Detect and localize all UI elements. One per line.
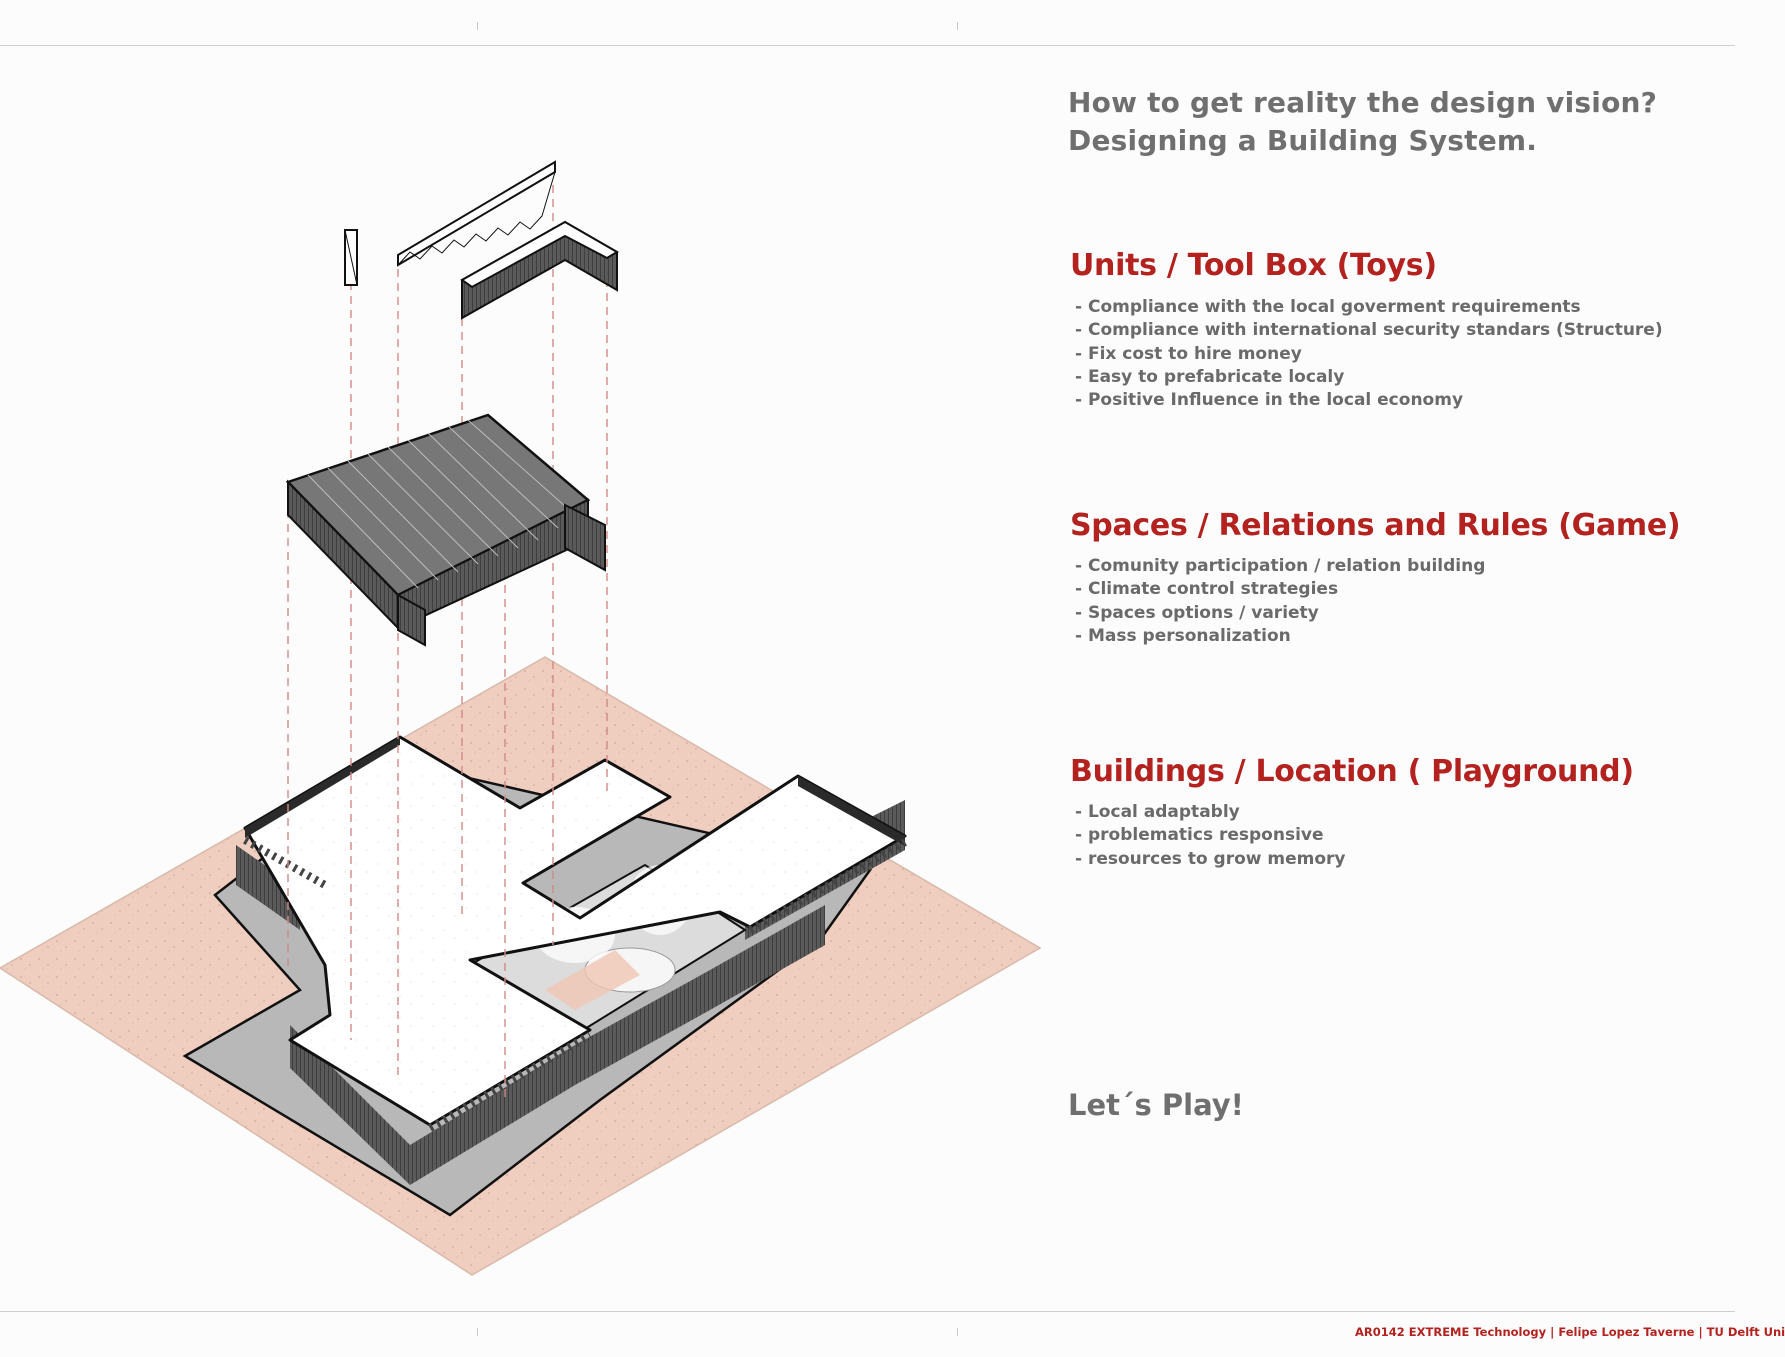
list-item: - Fix cost to hire money <box>1075 343 1302 364</box>
closing-line: Let´s Play! <box>1068 1088 1244 1122</box>
design-question-line2: Designing a Building System. <box>1068 124 1538 157</box>
design-question-line1: How to get reality the design vision? <box>1068 86 1658 119</box>
bottom-tick-1 <box>477 1328 478 1336</box>
list-item: - resources to grow memory <box>1075 848 1346 869</box>
courtyard-shadow <box>545 950 640 1010</box>
roof-edge-east <box>798 776 905 846</box>
wall-court-east <box>575 970 710 1085</box>
truss-band-3 <box>748 838 907 934</box>
roof-module-element <box>285 413 606 647</box>
wall-west <box>236 845 300 930</box>
column-element <box>344 229 358 286</box>
list-item: - Easy to prefabricate localy <box>1075 366 1345 387</box>
list-item: - Compliance with international security… <box>1075 320 1663 341</box>
top-frame-line <box>0 45 1735 46</box>
section-spaces-list: - Comunity participation / relation buil… <box>1075 555 1485 648</box>
list-item: - Climate control strategies <box>1075 579 1339 600</box>
list-item: - Compliance with the local goverment re… <box>1075 297 1581 317</box>
section-spaces-heading: Spaces / Relations and Rules (Game) <box>1070 508 1681 543</box>
list-item: - Mass personalization <box>1075 625 1291 646</box>
top-tick-2 <box>957 22 958 30</box>
explode-guides <box>287 185 608 1100</box>
roof-edge-north <box>245 737 400 838</box>
wall-south <box>290 1025 410 1185</box>
list-item: - Positive Influence in the local econom… <box>1075 390 1464 411</box>
wall-south-2 <box>410 1045 575 1185</box>
l-wall-element <box>460 220 619 320</box>
list-item: - Spaces options / variety <box>1075 602 1319 623</box>
footer-credit: AR0142 EXTREME Technology | Felipe Lopez… <box>1355 1325 1785 1339</box>
bottom-tick-2 <box>957 1328 958 1336</box>
section-units-list: - Compliance with the local goverment re… <box>1075 296 1663 412</box>
list-item: - Local adaptably <box>1075 802 1240 822</box>
list-item: - Comunity participation / relation buil… <box>1075 556 1486 576</box>
section-buildings-list: - Local adaptably - problematics respons… <box>1075 801 1346 871</box>
top-tick-1 <box>477 22 478 30</box>
section-buildings-heading: Buildings / Location ( Playground) <box>1070 754 1634 789</box>
bottom-frame-line <box>0 1311 1735 1312</box>
exploded-axonometric-drawing <box>0 160 1042 1276</box>
wall-court-corner <box>710 905 825 1010</box>
truss-band-2 <box>427 1031 593 1132</box>
section-units-heading: Units / Tool Box (Toys) <box>1070 248 1437 283</box>
roof-slab <box>243 735 907 1127</box>
truss-beam-element <box>397 160 556 267</box>
list-item: - problematics responsive <box>1075 825 1324 846</box>
